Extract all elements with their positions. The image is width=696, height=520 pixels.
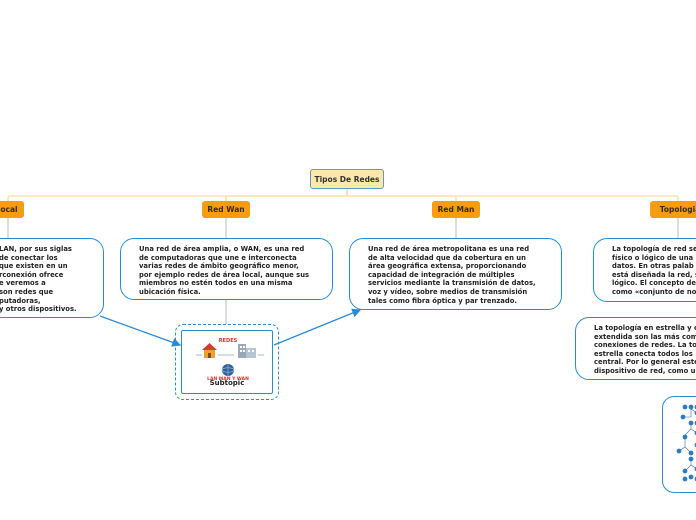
topic-label-topologia: Topologia [659,205,696,214]
topic-red-local[interactable]: ocal [0,201,24,218]
arrow-subtopic-to-man [273,308,362,346]
note-line: de alta velocidad que da cobertura en un [368,253,526,262]
note-line: de conectar los [0,253,58,262]
note-line: central. Por lo general este [594,358,696,367]
note-line: como «conjunto de no [612,287,696,296]
note-line: Una red de área amplia, o WAN, es una re… [139,245,305,253]
link-root-wan [225,189,348,201]
note-line: ubicación física. [139,287,201,296]
topic-red-wan[interactable]: Red Wan [202,201,250,218]
topic-label-man: Red Man [437,205,475,214]
link-root-man [346,189,457,201]
note-line: miembros no estén todos en una misma [139,279,293,288]
note-line: La topología de red se [612,245,696,253]
topic-topologia[interactable]: Topologia [650,201,696,218]
note-line: capacidad de integración de múltiples [368,270,515,279]
image-caption-top: REDES [219,338,238,344]
subtopic-label: Subtopic [209,379,245,387]
note-line: servicios mediante la transmisión de dat… [368,279,536,288]
image-caption-bottom: LAN MAN Y WAN [207,376,249,382]
note-line: área geográfica extensa, proporcionando [368,262,527,271]
note-line: rconexión ofrece [0,270,64,279]
note-line: está diseñada la red, s [612,270,696,279]
tree-topology-icon [676,404,696,482]
note-red-local[interactable]: LAN, por sus siglas de conectar los que … [0,238,104,318]
subtopic-frame: REDES LAN MAN Y WAN Subtopic [181,330,273,394]
note-line: tales como fibra óptica y par trenzado. [368,296,517,305]
note-line: LAN, por sus siglas [0,245,72,253]
note-line: putadoras, [0,296,41,305]
tree-topology-image-node[interactable] [662,396,696,493]
note-line: Una red de área metropolitana es una red [368,245,530,253]
arrow-local-to-subtopic [99,315,182,347]
topic-red-man[interactable]: Red Man [432,201,480,218]
note-line: y otros dispositivos. [0,305,77,314]
network-types-image: REDES LAN MAN Y WAN [196,338,264,382]
topic-label-local: ocal [0,205,18,214]
note-line: por ejemplo redes de área local, aunque … [139,270,310,279]
note-red-man[interactable]: Una red de área metropolitana es una red… [349,238,562,310]
note-line: que existen en un [0,262,68,271]
note-line: datos. En otras palab [612,262,694,271]
subtopic-node[interactable]: REDES LAN MAN Y WAN Subtopic [175,324,279,400]
note-line: conexiones de redes. La to [594,341,696,350]
note-topologia-definicion[interactable]: La topología de red se físico o lógico d… [593,238,696,302]
root-title: Tipos De Redes [314,174,380,184]
note-line: lógico. El concepto de [612,279,696,288]
link-root-local [7,189,348,201]
link-root-topologia [346,189,679,201]
note-line: son redes que [0,287,54,296]
house-icon [202,343,217,358]
building-icon [238,344,256,358]
note-line: dispositivo de red, como u [594,366,696,375]
note-line: físico o lógico de una [612,253,694,262]
note-line: varias redes de ámbito geográfico menor, [139,262,299,271]
note-line: estrella conecta todos los [594,349,693,358]
note-line: extendida son las más com [594,332,696,341]
note-line: La topología en estrella y c [594,324,696,332]
note-line: voz y vídeo, sobre medios de transmisión [368,287,528,296]
root-node-tipos-de-redes[interactable]: Tipos De Redes [310,169,384,189]
note-topologia-estrella[interactable]: La topología en estrella y c extendida s… [575,317,696,380]
note-red-wan[interactable]: Una red de área amplia, o WAN, es una re… [120,238,333,300]
note-line: de computadoras que une e interconecta [139,253,297,262]
note-line: e veremos a [0,279,46,288]
topic-label-wan: Red Wan [207,205,245,214]
